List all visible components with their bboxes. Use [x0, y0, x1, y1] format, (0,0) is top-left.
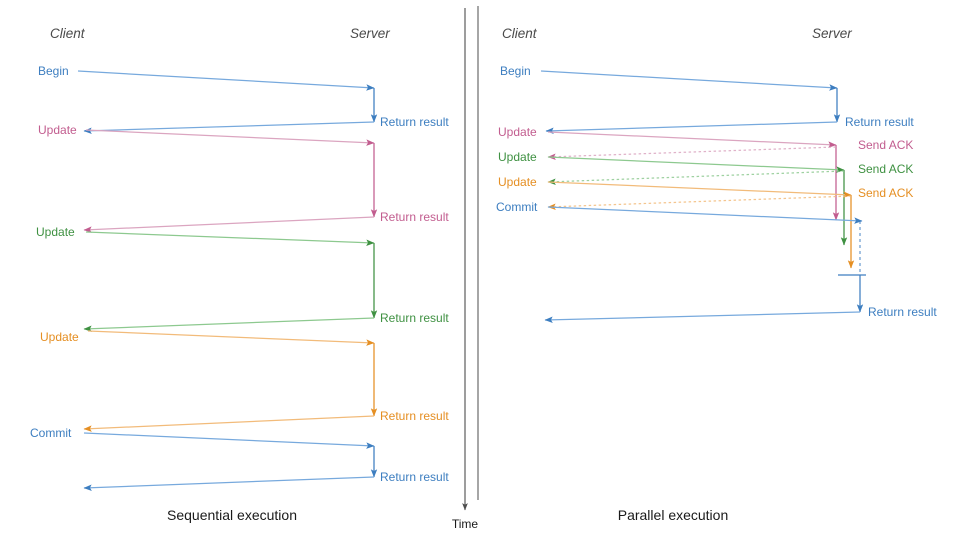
response-label-update-3: Send ACK	[858, 186, 913, 200]
response-arrow-commit	[544, 311, 861, 324]
request-label-commit: Commit	[30, 426, 72, 440]
response-label-update-2: Send ACK	[858, 162, 913, 176]
response-arrow-begin	[83, 121, 375, 135]
response-arrow-update-2	[83, 317, 375, 332]
request-label-update-2: Update	[498, 150, 537, 164]
response-label-begin: Return result	[845, 115, 914, 129]
request-label-begin: Begin	[38, 64, 69, 78]
request-arrow-begin	[77, 70, 375, 91]
request-arrow-update-1	[85, 129, 375, 146]
request-arrow-update-3	[87, 330, 375, 346]
request-arrow-commit	[547, 206, 863, 224]
actor-label-server-parallel: Server	[812, 26, 852, 41]
actor-label-client-sequential: Client	[50, 26, 86, 41]
ack-arrow-update-1	[547, 146, 837, 160]
response-label-begin: Return result	[380, 115, 449, 129]
response-arrow-begin	[545, 121, 838, 135]
response-arrow-commit	[83, 476, 375, 491]
request-label-update-1: Update	[38, 123, 77, 137]
request-label-commit: Commit	[496, 200, 538, 214]
request-label-update-3: Update	[40, 330, 79, 344]
request-label-update-3: Update	[498, 175, 537, 189]
response-label-commit: Return result	[380, 470, 449, 484]
response-label-update-1: Return result	[380, 210, 449, 224]
request-arrow-update-1	[547, 131, 837, 148]
response-label-update-1: Send ACK	[858, 138, 913, 152]
request-arrow-begin	[540, 70, 838, 91]
panel-caption-sequential: Sequential execution	[167, 507, 297, 523]
response-arrow-update-1	[83, 216, 375, 233]
request-arrow-update-3	[547, 181, 852, 198]
ack-arrow-update-3	[547, 195, 852, 210]
response-label-update-2: Return result	[380, 311, 449, 325]
request-arrow-update-2	[85, 231, 375, 246]
request-label-update-2: Update	[36, 225, 75, 239]
ack-arrow-update-2	[547, 170, 845, 185]
actor-label-client-parallel: Client	[502, 26, 538, 41]
response-arrow-update-3	[83, 415, 375, 432]
actor-label-server-sequential: Server	[350, 26, 390, 41]
time-axis-label: Time	[452, 517, 479, 531]
response-label-commit: Return result	[868, 305, 937, 319]
panel-caption-parallel: Parallel execution	[618, 507, 729, 523]
response-label-update-3: Return result	[380, 409, 449, 423]
request-label-update-1: Update	[498, 125, 537, 139]
request-arrow-commit	[83, 432, 375, 449]
request-label-begin: Begin	[500, 64, 531, 78]
request-arrow-update-2	[547, 156, 845, 173]
